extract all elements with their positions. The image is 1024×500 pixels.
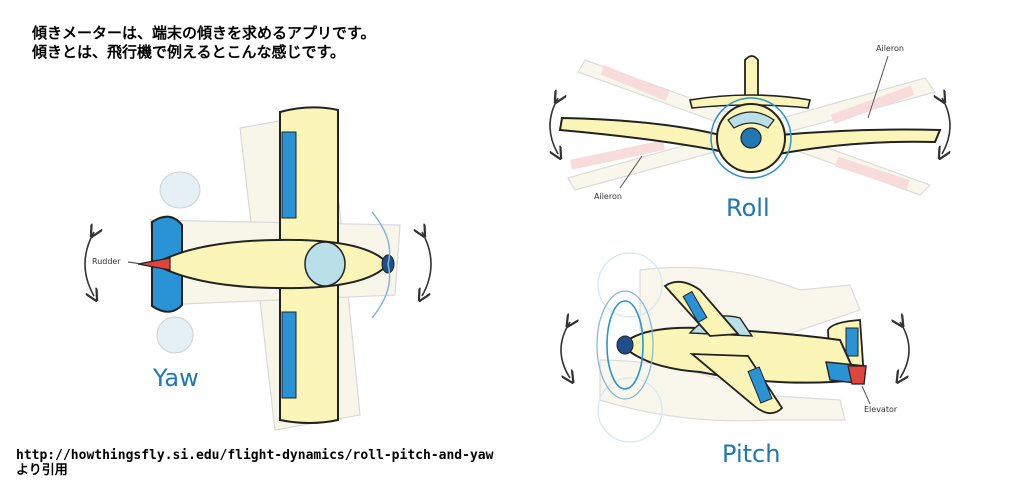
roll-stabilizer xyxy=(689,94,811,109)
roll-spinner xyxy=(740,127,762,149)
roll-right-arrow xyxy=(942,98,951,154)
roll-left-arrow xyxy=(549,98,558,154)
roll-aileron-top-callout: Aileron xyxy=(876,44,904,53)
roll-aileron-top-callout-line xyxy=(867,55,889,119)
yaw-rudder-callout: Rudder xyxy=(92,257,121,266)
yaw-left-arrow xyxy=(84,232,94,296)
yaw-aileron-top xyxy=(281,131,297,219)
yaw-rudder-callout-line xyxy=(127,261,143,265)
yaw-label: Yaw xyxy=(153,364,199,392)
intro-text: 傾きメーターは、端末の傾きを求めるアプリです。 傾きとは、飛行機で例えるとこんな… xyxy=(32,24,376,62)
yaw-propeller xyxy=(371,211,391,319)
pitch-rudder-surface xyxy=(845,327,859,357)
pitch-elevator-callout: Elevator xyxy=(864,405,898,414)
yaw-rudder xyxy=(137,257,171,271)
roll-aileron-bottom-callout: Aileron xyxy=(594,192,622,201)
roll-aileron-bottom-callout-line xyxy=(619,155,643,189)
roll-canopy xyxy=(727,111,775,129)
yaw-diagram xyxy=(84,106,432,431)
pitch-right-arrow xyxy=(900,322,910,378)
intro-line-2: 傾きとは、飛行機で例えるとこんな感じです。 xyxy=(32,43,346,61)
yaw-aileron-bottom xyxy=(281,311,297,399)
pitch-propeller-blur xyxy=(596,290,654,400)
yaw-right-arrow xyxy=(422,232,432,296)
pitch-diagram xyxy=(560,252,910,443)
yaw-canopy xyxy=(304,241,346,287)
pitch-elevator-callout-line xyxy=(861,385,871,405)
intro-line-1: 傾きメーターは、端末の傾きを求めるアプリです。 xyxy=(32,24,376,42)
pitch-label: Pitch xyxy=(722,440,781,468)
source-url: http://howthingsfly.si.edu/flight-dynami… xyxy=(16,448,494,463)
source-note: より引用 xyxy=(16,463,68,478)
roll-propeller-ring xyxy=(710,97,792,179)
pitch-left-arrow xyxy=(560,322,570,378)
source-credit: http://howthingsfly.si.edu/flight-dynami… xyxy=(16,448,493,478)
roll-label: Roll xyxy=(726,194,770,222)
pitch-elevator xyxy=(847,365,867,385)
pitch-propeller xyxy=(606,300,644,390)
roll-diagram xyxy=(549,55,951,196)
pitch-spinner xyxy=(616,335,634,355)
